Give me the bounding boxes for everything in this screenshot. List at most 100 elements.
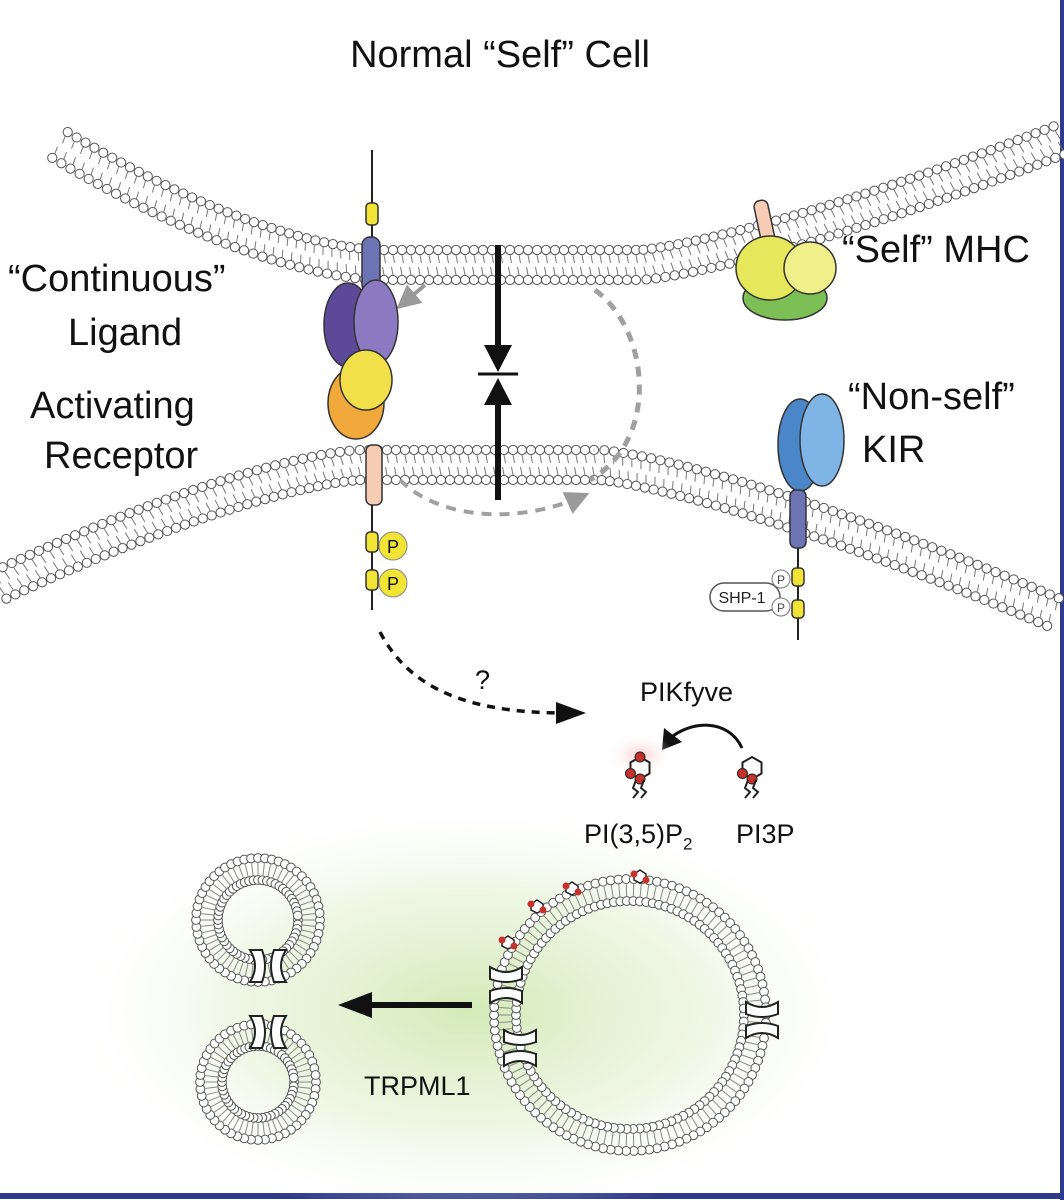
large-vesicle-tail [575, 1123, 582, 1135]
lower-membrane-head-outer [344, 445, 355, 456]
trpml1-channel-left-bottom [503, 1028, 537, 1068]
lower-membrane-head-inner [224, 504, 235, 515]
lower-membrane-head-inner [764, 516, 775, 527]
lower-membrane-head-outer [417, 444, 429, 456]
large-vesicle-tail [519, 943, 531, 952]
lower-membrane-head-inner [684, 493, 695, 504]
lower-membrane-head-outer [882, 525, 893, 536]
upper-membrane-head-outer [958, 154, 970, 165]
large-vesicle-tail [739, 963, 751, 970]
large-vesicle-tail [721, 1089, 732, 1099]
large-vesicle-tail [712, 1099, 722, 1110]
large-vesicle-tail [678, 1123, 685, 1135]
upper-membrane-head-outer [603, 244, 615, 256]
upper-membrane-head-outer [396, 244, 408, 256]
upper-membrane-head-inner [641, 274, 652, 285]
upper-membrane-head-inner [322, 268, 333, 279]
lower-membrane-head-outer [561, 444, 573, 456]
upper-membrane-head-inner [202, 231, 213, 242]
large-vesicle-tail [712, 920, 722, 931]
small-vesicle-top-tail [302, 924, 315, 927]
upper-membrane-head-outer [824, 199, 835, 210]
upper-membrane-head-inner [567, 274, 579, 286]
upper-membrane-head-outer [468, 244, 480, 256]
upper-membrane-head-inner [687, 266, 699, 277]
upper-membrane-head-outer [621, 244, 633, 256]
lower-membrane-head-inner [242, 499, 253, 510]
small-vesicle-top-tail [202, 929, 215, 934]
upper-membrane-head-outer [779, 212, 791, 224]
small-vesicle-bottom-tail [227, 1115, 236, 1126]
lower-membrane-head-outer [818, 502, 829, 514]
upper-membrane-head-inner [621, 274, 633, 286]
unknown-mechanism-label: ? [475, 665, 491, 695]
lower-membrane-head-inner [28, 581, 39, 592]
upper-membrane-head-inner [678, 268, 689, 279]
kir-phospho-1: P [777, 573, 785, 587]
upper-membrane-head-outer [98, 147, 109, 158]
upper-membrane-head-inner [477, 274, 489, 286]
continuous-ligand-label-line1: “Continuous” [8, 258, 226, 300]
upper-membrane-head-inner [987, 176, 998, 187]
large-vesicle-tail [736, 1067, 748, 1074]
fatty-acid-tails [631, 779, 648, 799]
lower-membrane-head-inner [144, 532, 155, 543]
lower-membrane-head-inner [666, 488, 677, 499]
upper-membrane-head-outer [887, 179, 898, 190]
lower-membrane-tails [0, 454, 1058, 622]
upper-membrane-head-outer [204, 199, 215, 211]
upper-membrane-head-outer [1021, 131, 1032, 142]
trpml1-channel-left-bottom-half-left [503, 1028, 537, 1046]
small-vesicle-bottom-tail [297, 1068, 310, 1073]
nonself-kir-label-line2: KIR [862, 429, 926, 471]
small-vesicle-bottom [195, 1019, 321, 1145]
small-vesicle-bottom-tail [267, 1121, 272, 1134]
lower-membrane-head-outer [151, 497, 162, 508]
large-vesicle-tail [707, 915, 717, 926]
lower-membrane-head-inner [613, 477, 624, 488]
lower-membrane-head-inner [19, 585, 30, 596]
large-vesicle-tail [666, 1128, 671, 1140]
trpml1-channel-fission-top [248, 949, 288, 983]
small-vesicle-bottom-tail [298, 1075, 311, 1078]
lower-membrane-head-outer [673, 459, 684, 470]
small-vesicle-top-tail [227, 871, 235, 883]
lower-membrane-head-outer [927, 542, 938, 553]
small-vesicle-bottom-tail [262, 1122, 265, 1135]
lower-membrane-head-outer [1017, 578, 1028, 589]
upper-membrane-head-inner [549, 274, 561, 286]
lower-membrane-head-inner [135, 536, 146, 547]
small-vesicle-top-tail [301, 906, 314, 911]
lower-membrane-head-inner [997, 602, 1008, 613]
large-vesicle-tail [745, 1041, 758, 1046]
lower-membrane-head-inner [561, 474, 573, 486]
lower-membrane-head-outer [316, 449, 327, 461]
upper-membrane-head-inner [968, 183, 980, 194]
lower-membrane-head-inner [871, 553, 882, 564]
small-vesicle-bottom-tail [227, 1038, 236, 1049]
lower-membrane-head-outer [764, 485, 775, 496]
large-vesicle-tail [741, 1054, 754, 1060]
upper-membrane-head-inner [513, 274, 525, 286]
small-vesicle-bottom-tail [232, 1118, 240, 1130]
upper-membrane-head-outer [905, 173, 916, 184]
small-vesicle-top-tail [202, 906, 215, 911]
large-vesicle-tail [499, 1028, 512, 1031]
lower-membrane-head-outer [516, 444, 528, 456]
small-vesicle-top-tail [222, 954, 231, 965]
large-vesicle-tail [543, 915, 553, 926]
large-vesicle-tail [596, 1129, 601, 1142]
upper-membrane-head-outer [257, 220, 268, 231]
large-vesicle-tail [666, 890, 671, 902]
small-vesicle-bottom-tail [205, 1086, 218, 1089]
lower-membrane-head-outer [863, 518, 875, 529]
small-vesicle-bottom-tail [232, 1034, 240, 1046]
trpml1-channel-fission-bottom-half-left [248, 1015, 266, 1049]
upper-membrane-head-inner [923, 198, 934, 210]
lower-membrane-head-outer [718, 471, 730, 482]
small-vesicle-top-tail [298, 939, 310, 946]
upper-membrane-head-inner [65, 163, 76, 174]
upper-membrane-head-inner [459, 274, 471, 286]
lower-membrane-head-outer [954, 552, 965, 563]
small-vesicle-top-tail [289, 951, 299, 961]
